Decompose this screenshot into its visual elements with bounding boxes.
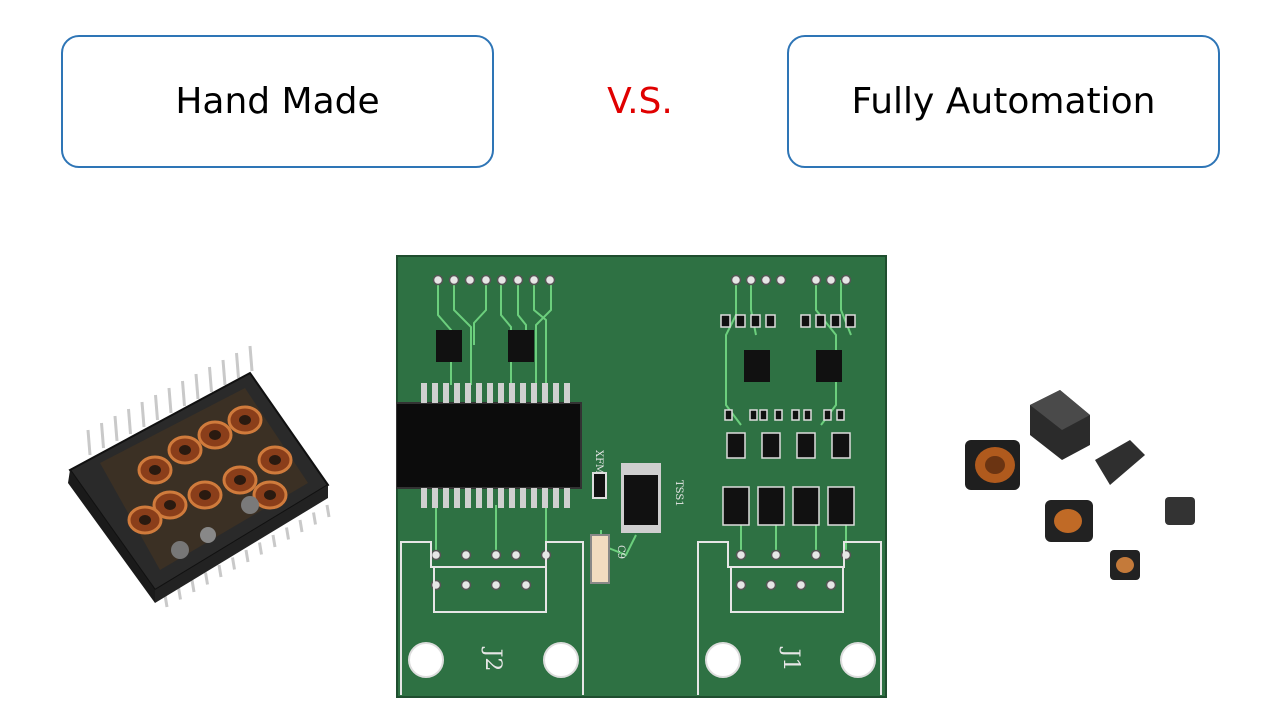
fully-automation-box: Fully Automation [787,35,1220,168]
smd-inductors-icon [965,390,1195,580]
tss1-label: TSS1 [673,480,684,507]
hand-made-box: Hand Made [61,35,494,168]
fully-automation-label: Fully Automation [851,81,1156,122]
vs-label: V.S. [607,81,673,122]
j2-label: J2 [480,647,505,672]
c9-label: C9 [615,545,626,559]
hand-made-label: Hand Made [175,81,380,122]
j1-label: J1 [778,647,803,672]
xfm-label: XFM [593,450,604,474]
handmade-lan-transformer-module-icon [68,345,331,608]
pcb-board-icon: XFM TSS1 C9 J2 J1 [396,255,887,698]
